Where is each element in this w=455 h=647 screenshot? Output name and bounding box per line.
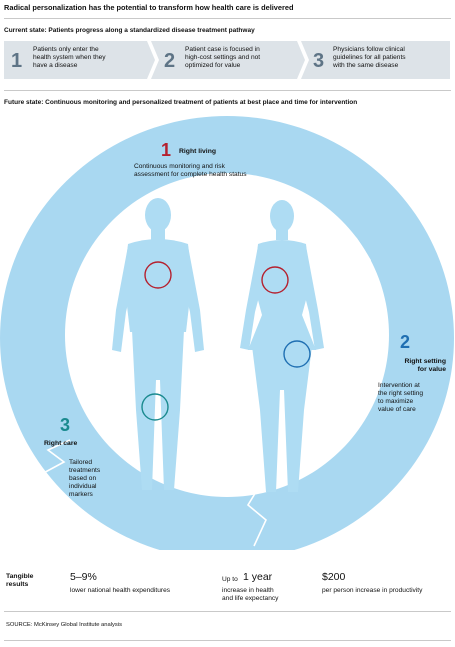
knee-marker-male — [141, 393, 169, 421]
divider — [4, 640, 451, 641]
heart-marker-male — [144, 261, 172, 289]
current-state-heading: Current state: Patients progress along a… — [4, 27, 255, 34]
male-body-figure — [112, 198, 204, 490]
step-2-chevron — [151, 41, 305, 79]
result-1-value: 5–9% — [70, 571, 97, 583]
ring-separator — [37, 439, 71, 477]
result-2-value: 1 year — [243, 571, 273, 583]
stage-1-title: Right living — [179, 148, 217, 155]
divider — [4, 611, 451, 612]
stage-2-number: 2 — [400, 332, 411, 352]
result-1-text: lower national health expenditures — [70, 587, 171, 594]
ring-separator — [350, 237, 373, 306]
hip-marker-female — [283, 340, 311, 368]
stage-3-number: 3 — [60, 415, 71, 435]
care-cycle-diagram — [0, 116, 454, 550]
result-3-value: $200 — [322, 571, 346, 583]
heart-marker-female — [261, 266, 289, 294]
female-body-figure — [240, 200, 324, 492]
stage-3-title: Right care — [44, 440, 78, 447]
step-1-number: 1 — [11, 50, 23, 72]
ring-separator — [246, 481, 267, 547]
divider — [4, 18, 451, 19]
step-1-chevron — [4, 41, 155, 79]
stage-1-number: 1 — [161, 140, 172, 160]
step-2-number: 2 — [164, 50, 176, 72]
divider — [4, 90, 451, 91]
result-3-text: per person increase in productivity — [322, 587, 423, 594]
source-note: SOURCE: McKinsey Global Institute analys… — [6, 622, 122, 628]
current-state-steps — [4, 41, 450, 79]
page-title: Radical personalization has the potentia… — [4, 3, 294, 12]
future-state-heading: Future state: Continuous monitoring and … — [4, 99, 358, 106]
result-2-prefix: Up to — [222, 576, 238, 583]
step-3-chevron — [301, 41, 450, 79]
step-3-number: 3 — [313, 50, 325, 72]
